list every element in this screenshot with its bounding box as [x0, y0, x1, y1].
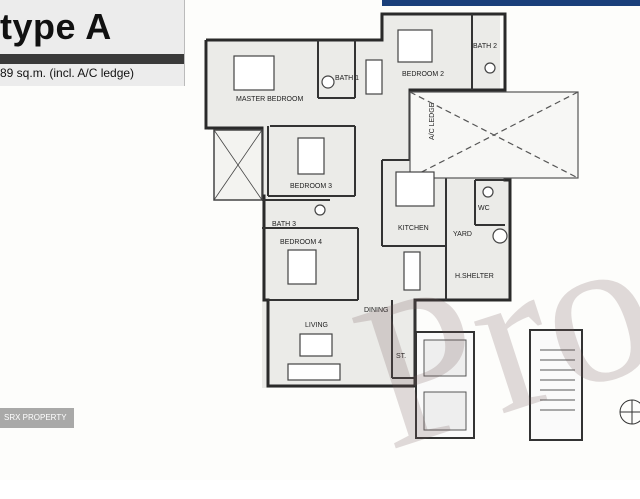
room-label-bedroom4: BEDROOM 4 [280, 239, 322, 246]
unit-header: type A 89 sq.m. (incl. A/C ledge) [0, 0, 185, 86]
top-accent-bar [382, 0, 640, 6]
room-label-yard: YARD [453, 231, 472, 238]
room-label-household-shelter: H.SHELTER [455, 273, 494, 280]
room-label-dining: DINING [364, 307, 389, 314]
room-label-kitchen: KITCHEN [398, 225, 429, 232]
unit-type-title: type A [0, 6, 112, 47]
room-label-wc: WC [478, 205, 490, 212]
room-label-ac-ledge: A/C LEDGE [429, 102, 436, 140]
srx-watermark-badge: SRX PROPERTY [0, 408, 74, 428]
room-label-bedroom2: BEDROOM 2 [402, 71, 444, 78]
room-label-bedroom3: BEDROOM 3 [290, 183, 332, 190]
unit-area: 89 sq.m. (incl. A/C ledge) [0, 66, 135, 80]
floor-plan-drawing: MASTER BEDROOM BATH 1 BEDROOM 2 BATH 2 A… [204, 12, 640, 441]
room-label-master-bedroom: MASTER BEDROOM [236, 96, 303, 103]
title-divider [0, 54, 184, 64]
room-label-living: LIVING [305, 322, 328, 329]
north-arrow-icon [619, 399, 640, 425]
room-label-bath3: BATH 3 [272, 221, 296, 228]
room-label-bath2: BATH 2 [473, 43, 497, 50]
room-label-store: ST. [396, 353, 406, 360]
room-label-bath1: BATH 1 [335, 75, 359, 82]
